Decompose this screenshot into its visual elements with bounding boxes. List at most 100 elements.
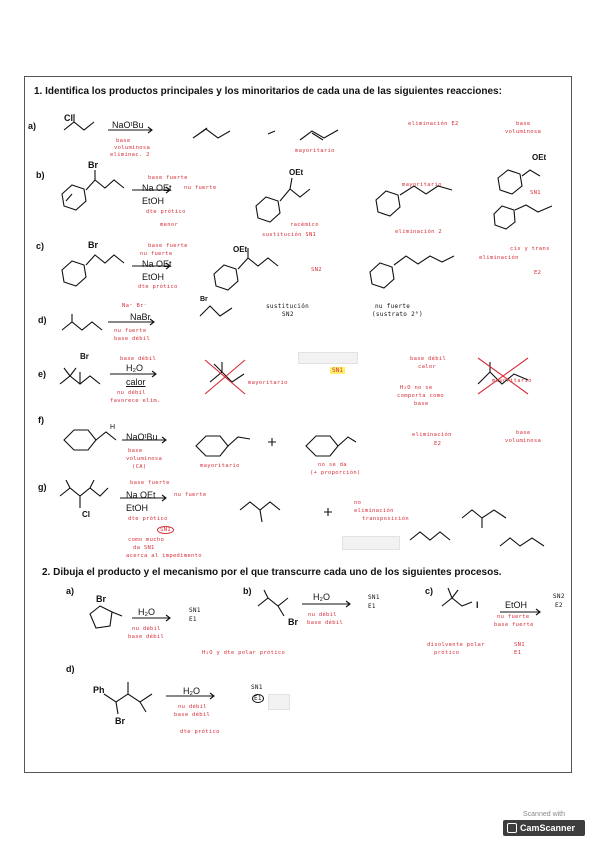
substrate-e: [59, 367, 101, 385]
q2-label-c: c): [425, 586, 434, 596]
product-g-1: [461, 509, 507, 528]
product-f-1: [195, 435, 229, 457]
product-g-3: [499, 537, 545, 547]
note-e-7: comporta como: [397, 393, 444, 399]
atom-br-d: Br: [200, 296, 208, 303]
note-c-2: nu fuerte: [140, 251, 173, 257]
note-d-1: nu fuerte: [114, 328, 147, 334]
q2-mech-c-2: E2: [555, 602, 563, 609]
mech-f-2: E2: [434, 441, 442, 447]
mech-g-1: no: [354, 500, 362, 506]
benzene-c-2: [213, 264, 239, 291]
item-label-c: c): [36, 241, 45, 251]
q2-label-a: a): [66, 586, 75, 596]
benzene-b: [61, 184, 87, 211]
note-d-3: nu fuerte: [375, 303, 411, 310]
q2-extra-c-4: E1: [514, 650, 522, 656]
cyclopentane-q2a: [89, 605, 113, 629]
elim-c: eliminación: [479, 255, 519, 261]
product-a-1: [192, 127, 231, 139]
q2-label-b: b): [243, 586, 252, 596]
item-label-e: e): [38, 369, 47, 379]
note-e-6: H₂O no se: [400, 385, 433, 391]
benzene-b-5: [493, 205, 516, 230]
q2-extra-a: H₂O y dte polar prótico: [202, 650, 286, 656]
note-a-2: voluminosa: [114, 145, 151, 151]
side-label-b: menor: [160, 222, 179, 228]
q2-mech-d-1: SN1: [251, 684, 263, 691]
q2-note-b-1: nu débil: [308, 612, 337, 618]
atom-br-q2d: Br: [115, 716, 126, 726]
q2-extra-c-3: SN1: [514, 642, 525, 648]
q2-note-d-3: dte prótico: [180, 729, 220, 735]
q2-reagent-a: H₂O: [138, 607, 155, 617]
e2-c: E2: [534, 270, 542, 276]
note-e-2: nu débil: [117, 390, 146, 396]
chain-c-2: [237, 248, 279, 270]
whiteout-e: [298, 352, 358, 364]
q2-label-d: d): [66, 664, 75, 674]
item-label-b: b): [36, 170, 45, 180]
q2-mech-d-2: E1: [252, 694, 264, 703]
minor-f-2: (+ proporción): [310, 470, 361, 476]
mech-a: eliminación E2: [408, 121, 459, 127]
chain-b-4: [521, 169, 541, 177]
major-left-e: mayoritario: [248, 380, 288, 386]
arrow-b: [132, 186, 171, 194]
circle-g: SN1: [157, 526, 174, 534]
arrow-q2a: [132, 614, 171, 622]
note-b-2: nu fuerte: [184, 185, 217, 191]
minor-f-1: no se da: [318, 462, 347, 468]
note-e-9: mayoritario: [492, 378, 532, 384]
atom-oet-c: OEt: [233, 245, 248, 254]
reagent-b-1: Na OEt: [142, 183, 172, 193]
q2-reagent-c: EtOH: [505, 600, 528, 610]
product-e-2: [477, 362, 529, 385]
whiteout-g: [342, 536, 400, 550]
arrow-d: [108, 318, 155, 326]
reagent-e-1: H₂O: [126, 363, 143, 373]
atom-br-e: Br: [80, 352, 89, 361]
reagent-a: NaOᵗBu: [112, 120, 144, 130]
reagent-g-2: EtOH: [126, 503, 149, 513]
major-label-b: mayoritario: [402, 182, 442, 188]
note-b-3: dte prótico: [146, 209, 186, 215]
note-e-1: base débil: [120, 356, 157, 362]
chain-f: [95, 431, 117, 441]
reagent-b-2: EtOH: [142, 196, 165, 206]
substrate-q2d: [103, 682, 153, 715]
sn2-c: SN2: [311, 267, 322, 273]
whiteout-d: [268, 694, 290, 710]
benzene-b-4: [497, 169, 523, 195]
note-g-6: acerca al impedimento: [126, 553, 202, 559]
q2-note-c-2: base fuerte: [494, 622, 534, 628]
cis-trans-c: cis y trans: [510, 246, 550, 252]
arrow-f: [122, 436, 167, 444]
chain-c: [85, 254, 125, 266]
cross-e-1: [204, 359, 246, 395]
sn1-b: SN1: [530, 190, 541, 196]
q2-note-c-1: nu fuerte: [497, 614, 530, 620]
mech-b-1: sustitución SN1: [262, 232, 317, 238]
product-f-2-chain: [337, 436, 357, 447]
note-g-3: dte prótico: [128, 516, 168, 522]
substrate-a: [63, 114, 95, 131]
note-a-base-2: voluminosa: [505, 129, 542, 135]
q2-reagent-b: H₂O: [313, 592, 330, 602]
substrate-q2b: [257, 589, 289, 617]
substrate-d: [61, 314, 103, 331]
note-f-3: (CA): [132, 464, 147, 470]
product-g-2: [409, 531, 451, 541]
atom-br-b: Br: [88, 160, 99, 170]
camscanner-watermark: Scanned with CamScanner: [503, 811, 585, 836]
major-label-a: mayoritario: [295, 148, 335, 154]
arrow-e: [110, 370, 157, 378]
cyclohexane-f: [63, 429, 97, 451]
arrow-q2c: [500, 608, 541, 616]
q2-mech-a-2: E1: [189, 616, 197, 623]
product-d: [199, 305, 233, 317]
chain-b-3: [399, 185, 453, 196]
mech-d-2: SN2: [282, 311, 294, 318]
q2-note-a-1: nu débil: [132, 626, 161, 632]
atom-ph-q2d: Ph: [93, 685, 105, 695]
